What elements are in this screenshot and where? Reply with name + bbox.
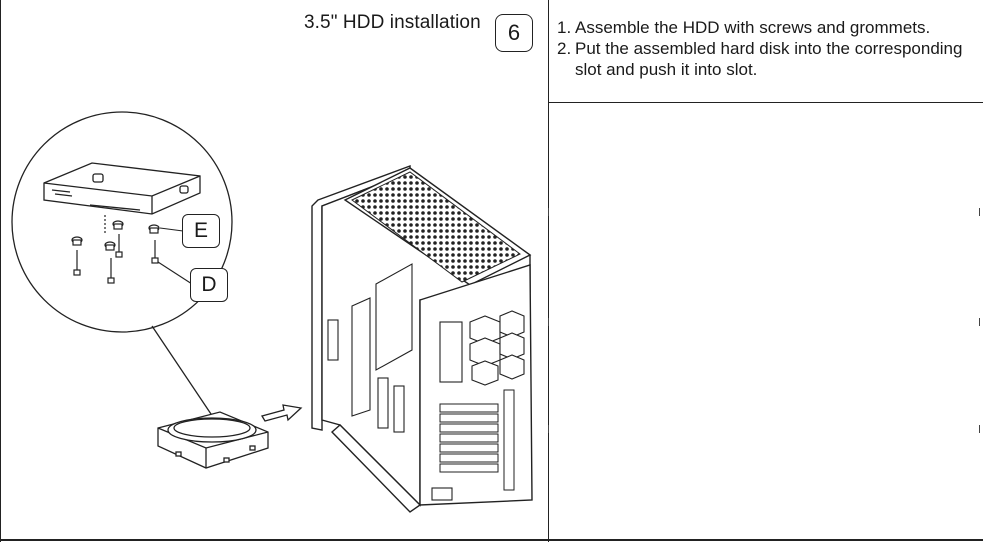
page-left-border (0, 0, 1, 542)
expansion-slots (439, 389, 515, 491)
instruction-divider (548, 102, 983, 103)
instruction-text: Put the assembled hard disk into the cor… (575, 39, 963, 79)
instruction-item: 1. Assemble the HDD with screws and grom… (557, 17, 977, 38)
edge-tick (979, 425, 980, 433)
edge-tick (548, 208, 549, 216)
column-divider (548, 0, 549, 542)
callout-leaders (157, 227, 193, 285)
motherboard-tray (327, 263, 463, 501)
insert-arrow-icon (261, 404, 303, 422)
edge-tick (548, 318, 549, 326)
screw-callout-label: D (190, 268, 228, 302)
edge-tick (979, 318, 980, 326)
page-bottom-border (0, 539, 983, 541)
grommet-callout-label: E (182, 214, 220, 248)
detail-magnifier (11, 111, 233, 421)
top-mesh-vent (351, 171, 521, 283)
edge-tick (979, 208, 980, 216)
instruction-number: 1. (557, 18, 572, 37)
hard-disk-drive (157, 411, 269, 469)
section-title: 3.5" HDD installation (304, 12, 481, 33)
instruction-text: Assemble the HDD with screws and grommet… (575, 18, 931, 37)
screw-icons (73, 215, 159, 284)
instruction-list: 1. Assemble the HDD with screws and grom… (557, 17, 977, 80)
edge-tick (548, 425, 549, 433)
hdd-bracket-detail (43, 162, 201, 215)
hdd-installation-illustration (11, 111, 533, 513)
instruction-number: 2. (557, 39, 572, 58)
instruction-item: 2. Put the assembled hard disk into the … (557, 38, 977, 80)
grommet-icons (71, 220, 160, 251)
step-number-badge: 6 (495, 14, 533, 52)
rear-fan-grille (469, 310, 525, 386)
